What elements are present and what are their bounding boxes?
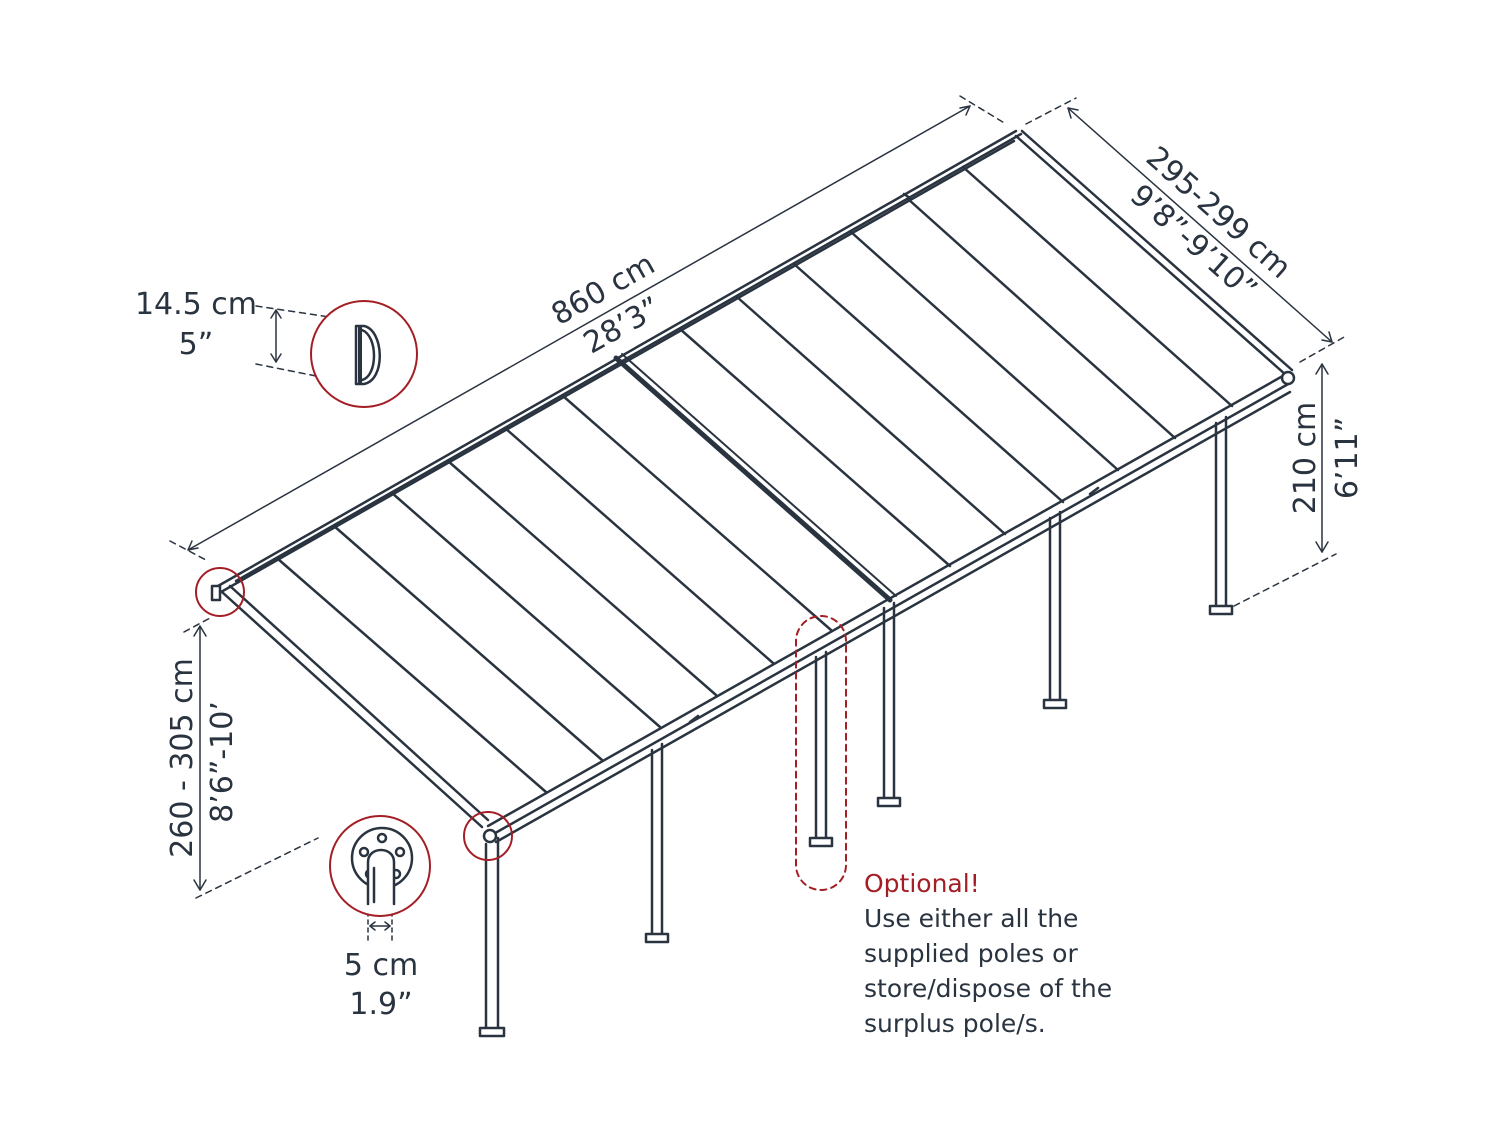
back-height-cm-label: 210 cm [1288,402,1323,515]
note-line: Use either all the [864,904,1079,933]
corner-highlight [195,567,245,617]
beam-joints [210,192,1296,844]
depth-dimension-line [1067,107,1333,343]
roof-frame [212,129,1294,844]
note-line: supplied poles or [864,939,1078,968]
optional-note: Optional! Use either all the supplied po… [864,866,1112,1041]
back-height-ft-label: 6’11” [1330,417,1365,499]
posts [478,415,1234,1038]
gutter-profile-detail [310,300,418,408]
left-edge-gutter [220,590,484,829]
front-height-cm-label: 260 - 305 cm [165,658,200,858]
post-connector-detail [329,815,431,917]
post-cm-label: 5 cm [344,948,418,983]
optional-post [808,650,834,848]
post [478,836,506,1038]
note-title: Optional! [864,869,980,898]
post [876,601,902,808]
gutter-cm-label: 14.5 cm [135,287,257,322]
note-line: store/dispose of the [864,974,1113,1003]
gutter-in-label: 5” [179,327,214,362]
highlight-markers [195,567,847,891]
corner-highlight [463,811,513,861]
roof-panels [276,165,1234,794]
dimension-lines [169,95,1347,941]
note-line: surplus pole/s. [864,1009,1046,1038]
post-in-label: 1.9” [349,987,412,1022]
optional-post-highlight [795,615,847,891]
front-height-ft-label: 8’6”-10’ [205,701,240,823]
post [1042,510,1068,710]
length-dimension-line [187,105,971,551]
center-rafter [613,353,897,603]
right-edge-gutter [1014,134,1288,377]
post [1208,415,1234,616]
post [644,742,670,944]
